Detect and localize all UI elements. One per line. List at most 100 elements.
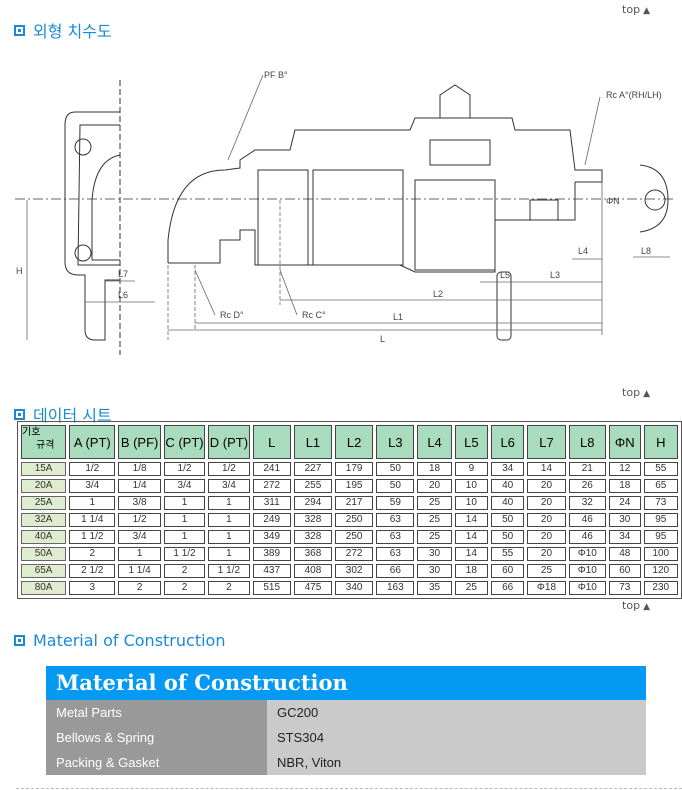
top-link[interactable]: top▲ [622,599,650,612]
table-cell: 250 [335,530,374,544]
label-l1: L1 [393,312,403,322]
table-cell: 25 [417,513,452,527]
table-cell: 272 [252,479,291,493]
table-cell: 1 [163,513,206,527]
table-cell: 40 [491,496,525,510]
column-header: L5 [454,425,489,459]
table-cell: 25 [527,564,566,578]
table-cell: 30 [417,564,452,578]
top-link-label: top [622,386,641,399]
table-cell: Φ10 [568,581,606,595]
table-cell: 3/8 [118,496,161,510]
corner-top: 기호 [22,427,41,438]
table-cell: 34 [608,530,641,544]
table-cell: 18 [454,564,489,578]
corner-bottom: 규격 [36,440,55,451]
table-cell: 2 [163,564,206,578]
table-cell: 65 [643,479,678,493]
square-bullet-icon [14,635,25,646]
table-cell: 21 [568,462,606,476]
label-l6: L6 [118,290,128,300]
column-header: L6 [491,425,525,459]
size-cell: 40A [21,530,67,544]
table-cell: 1 [163,530,206,544]
size-cell: 50A [21,547,67,561]
column-header: ΦN [608,425,641,459]
table-cell: 95 [643,513,678,527]
section-title-text: 외형 치수도 [33,22,112,41]
table-cell: 66 [376,564,415,578]
table-cell: 349 [252,530,291,544]
table-cell: Φ10 [568,547,606,561]
section-title-text: 데이터 시트 [33,406,112,425]
table-cell: 2 [208,581,250,595]
column-header: A (PT) [69,425,116,459]
part-name: Bellows & Spring [46,725,267,750]
table-cell: 2 [163,581,206,595]
column-header: L4 [417,425,452,459]
column-header: H [643,425,678,459]
column-header: L3 [376,425,415,459]
table-cell: 120 [643,564,678,578]
top-link[interactable]: top▲ [622,386,650,399]
label-pf-b: PF B° [264,70,288,80]
table-cell: 18 [417,462,452,476]
table-cell: 63 [376,547,415,561]
table-cell: 14 [454,547,489,561]
table-cell: 3/4 [208,479,250,493]
table-cell: 100 [643,547,678,561]
table-cell: 1 [208,530,250,544]
table-cell: 250 [335,513,374,527]
label-phi-n: ΦN [606,196,620,206]
table-cell: 255 [293,479,333,493]
label-h: H [16,266,23,276]
table-cell: 30 [608,513,641,527]
table-cell: Φ10 [568,564,606,578]
table-cell: 24 [608,496,641,510]
table-cell: 26 [568,479,606,493]
table-cell: 389 [252,547,291,561]
table-cell: 1 [208,496,250,510]
table-cell: 328 [293,530,333,544]
table-cell: 60 [608,564,641,578]
table-cell: 73 [608,581,641,595]
arrow-up-icon: ▲ [643,389,650,399]
table-cell: 30 [417,547,452,561]
table-cell: 302 [335,564,374,578]
table-cell: 368 [293,547,333,561]
label-l4: L4 [578,246,588,256]
table-cell: 55 [643,462,678,476]
divider [16,788,682,789]
table-cell: 18 [608,479,641,493]
size-cell: 80A [21,581,67,595]
label-l2: L2 [433,289,443,299]
square-bullet-icon [14,408,25,420]
table-cell: 25 [417,496,452,510]
table-cell: 25 [454,581,489,595]
table-cell: 20 [527,547,566,561]
table-cell: 1 [208,513,250,527]
table-cell: 3/4 [118,530,161,544]
table-cell: 14 [527,462,566,476]
part-material: GC200 [267,700,646,725]
table-cell: 195 [335,479,374,493]
table-cell: 12 [608,462,641,476]
top-link-label: top [622,599,641,612]
table-cell: 20 [527,496,566,510]
column-header: L1 [293,425,333,459]
table-cell: 2 [69,547,116,561]
top-link-label: top [622,3,641,16]
table-cell: 3/4 [163,479,206,493]
section-title-material: Material of Construction [14,631,225,650]
top-link[interactable]: top▲ [622,3,650,16]
part-name: Packing & Gasket [46,750,267,775]
label-l3: L3 [550,270,560,280]
